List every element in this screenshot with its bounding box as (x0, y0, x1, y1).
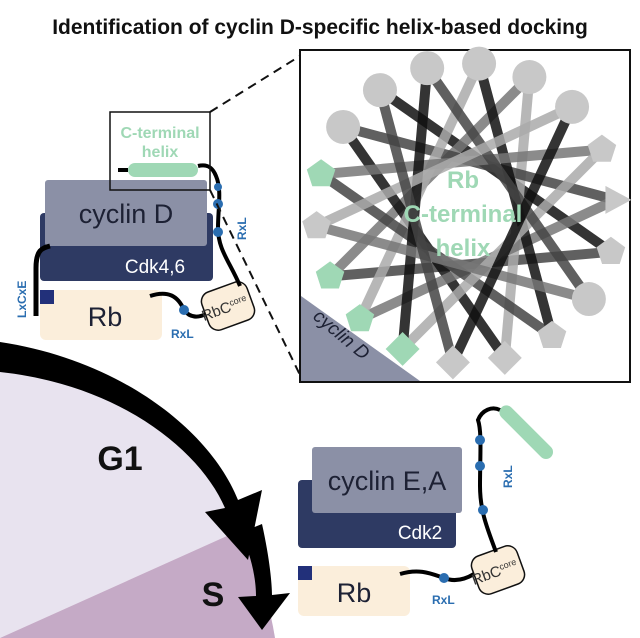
wheel-residue-pentagon-green (345, 304, 375, 332)
wheel-residue-circle (462, 46, 497, 81)
wheel-residue-circle (362, 73, 397, 108)
inset-cyclin-d-patch (301, 296, 420, 381)
cdk2-label: Cdk2 (398, 523, 442, 544)
wheel-residue-diamond-green (385, 331, 420, 366)
rxl-bottom-dot (179, 305, 189, 315)
wheel-residue-pentagon (537, 320, 567, 348)
wheel-line (375, 88, 458, 364)
inset-helix-label-3: helix (436, 235, 491, 262)
rb-block (40, 290, 162, 340)
rxl-side-label: RxL (235, 217, 249, 240)
wheel-connecting-lines (314, 61, 618, 365)
wheel-residue-triangle (605, 185, 632, 214)
cyclin-d-block (45, 180, 207, 246)
c-terminal-helix-label-2: helix (142, 144, 179, 161)
rb-label: Rb (88, 302, 123, 332)
c-terminal-helix-rod-bottom (499, 405, 554, 460)
rxl-side-dot-1 (213, 199, 223, 209)
wheel-residue-pentagon-green (306, 159, 336, 187)
s-label: S (202, 576, 225, 614)
lxcxe-motif-label: LxCxE (15, 281, 29, 318)
helical-wheel-inset: cyclin D Rb C-terminal helix (299, 46, 632, 383)
wheel-residue-circle (410, 51, 445, 86)
rb-label-bottom: Rb (337, 578, 372, 608)
wheel-residues (302, 46, 632, 380)
inset-helix-label-1: Rb (447, 167, 479, 194)
helix-zoom-box (109, 111, 211, 191)
rxl-side-label-bottom: RxL (501, 465, 515, 488)
zoom-line-top (209, 55, 301, 113)
rxl-bottom-label: RxL (171, 327, 194, 341)
wheel-residue-pentagon (596, 236, 626, 264)
zoom-line-bottom (209, 189, 301, 376)
wheel-line (315, 221, 591, 304)
wheel-residue-diamond (435, 345, 470, 380)
inset-helix-label-2: C-terminal (404, 201, 523, 228)
rb-to-rbc-linker-bottom (399, 569, 476, 583)
lxcxe-linker (33, 243, 51, 316)
cyclin-ea-block (312, 447, 462, 513)
g1-label: G1 (97, 440, 142, 478)
rbc-core-block (200, 281, 256, 331)
g1-region (0, 345, 238, 638)
rb-lxcxe-pocket (40, 290, 54, 304)
rxl-bottom-label-2: RxL (432, 593, 455, 607)
wheel-residue-circle (512, 60, 547, 95)
wheel-line (448, 104, 577, 365)
wheel-residue-pentagon-green (315, 261, 345, 289)
rbc-to-helix-linker-bottom (475, 406, 501, 553)
wheel-residue-pentagon (302, 211, 331, 239)
rxl-side-dot-b1 (475, 435, 485, 445)
rxl-side-dot-2 (213, 227, 223, 237)
c-terminal-helix-label-1: C-terminal (120, 125, 199, 142)
cyclin-ea-label: cyclin E,A (328, 466, 447, 496)
wheel-residue-circle (571, 282, 606, 317)
figure-title: Identification of cyclin D-specific heli… (52, 16, 588, 39)
wheel-residue-circle (555, 89, 590, 124)
cyclin-d-label: cyclin D (79, 199, 174, 229)
cyclin-d-complex: cyclin D Cdk4,6 Rb LxCxE RxL RbCcore RxL… (15, 55, 301, 376)
rxl-bottom-dot-2 (439, 573, 449, 583)
rxl-side-dot-3 (214, 183, 222, 191)
cell-cycle-wheel: G1 S (0, 342, 290, 638)
wheel-line (314, 102, 575, 231)
rxl-side-dot-b2 (475, 461, 485, 471)
s-phase-arrow (238, 524, 290, 630)
rbc-core-block-bottom (470, 545, 526, 595)
rb-pocket-bottom (298, 566, 312, 580)
rb-block-bottom (298, 566, 410, 616)
wheel-line (423, 65, 593, 302)
cdk46-label: Cdk4,6 (125, 257, 185, 278)
c-terminal-helix-rod (128, 163, 198, 177)
progression-arrow (0, 342, 262, 560)
wheel-residue-pentagon (587, 134, 617, 162)
wheel-residue-circle (326, 109, 361, 144)
rxl-side-dot-b3 (478, 505, 488, 515)
cyclin-ea-complex: cyclin E,A Cdk2 Rb RxL RbCcore RxL (298, 405, 554, 616)
s-region (0, 531, 275, 638)
wheel-residue-diamond (487, 340, 522, 375)
